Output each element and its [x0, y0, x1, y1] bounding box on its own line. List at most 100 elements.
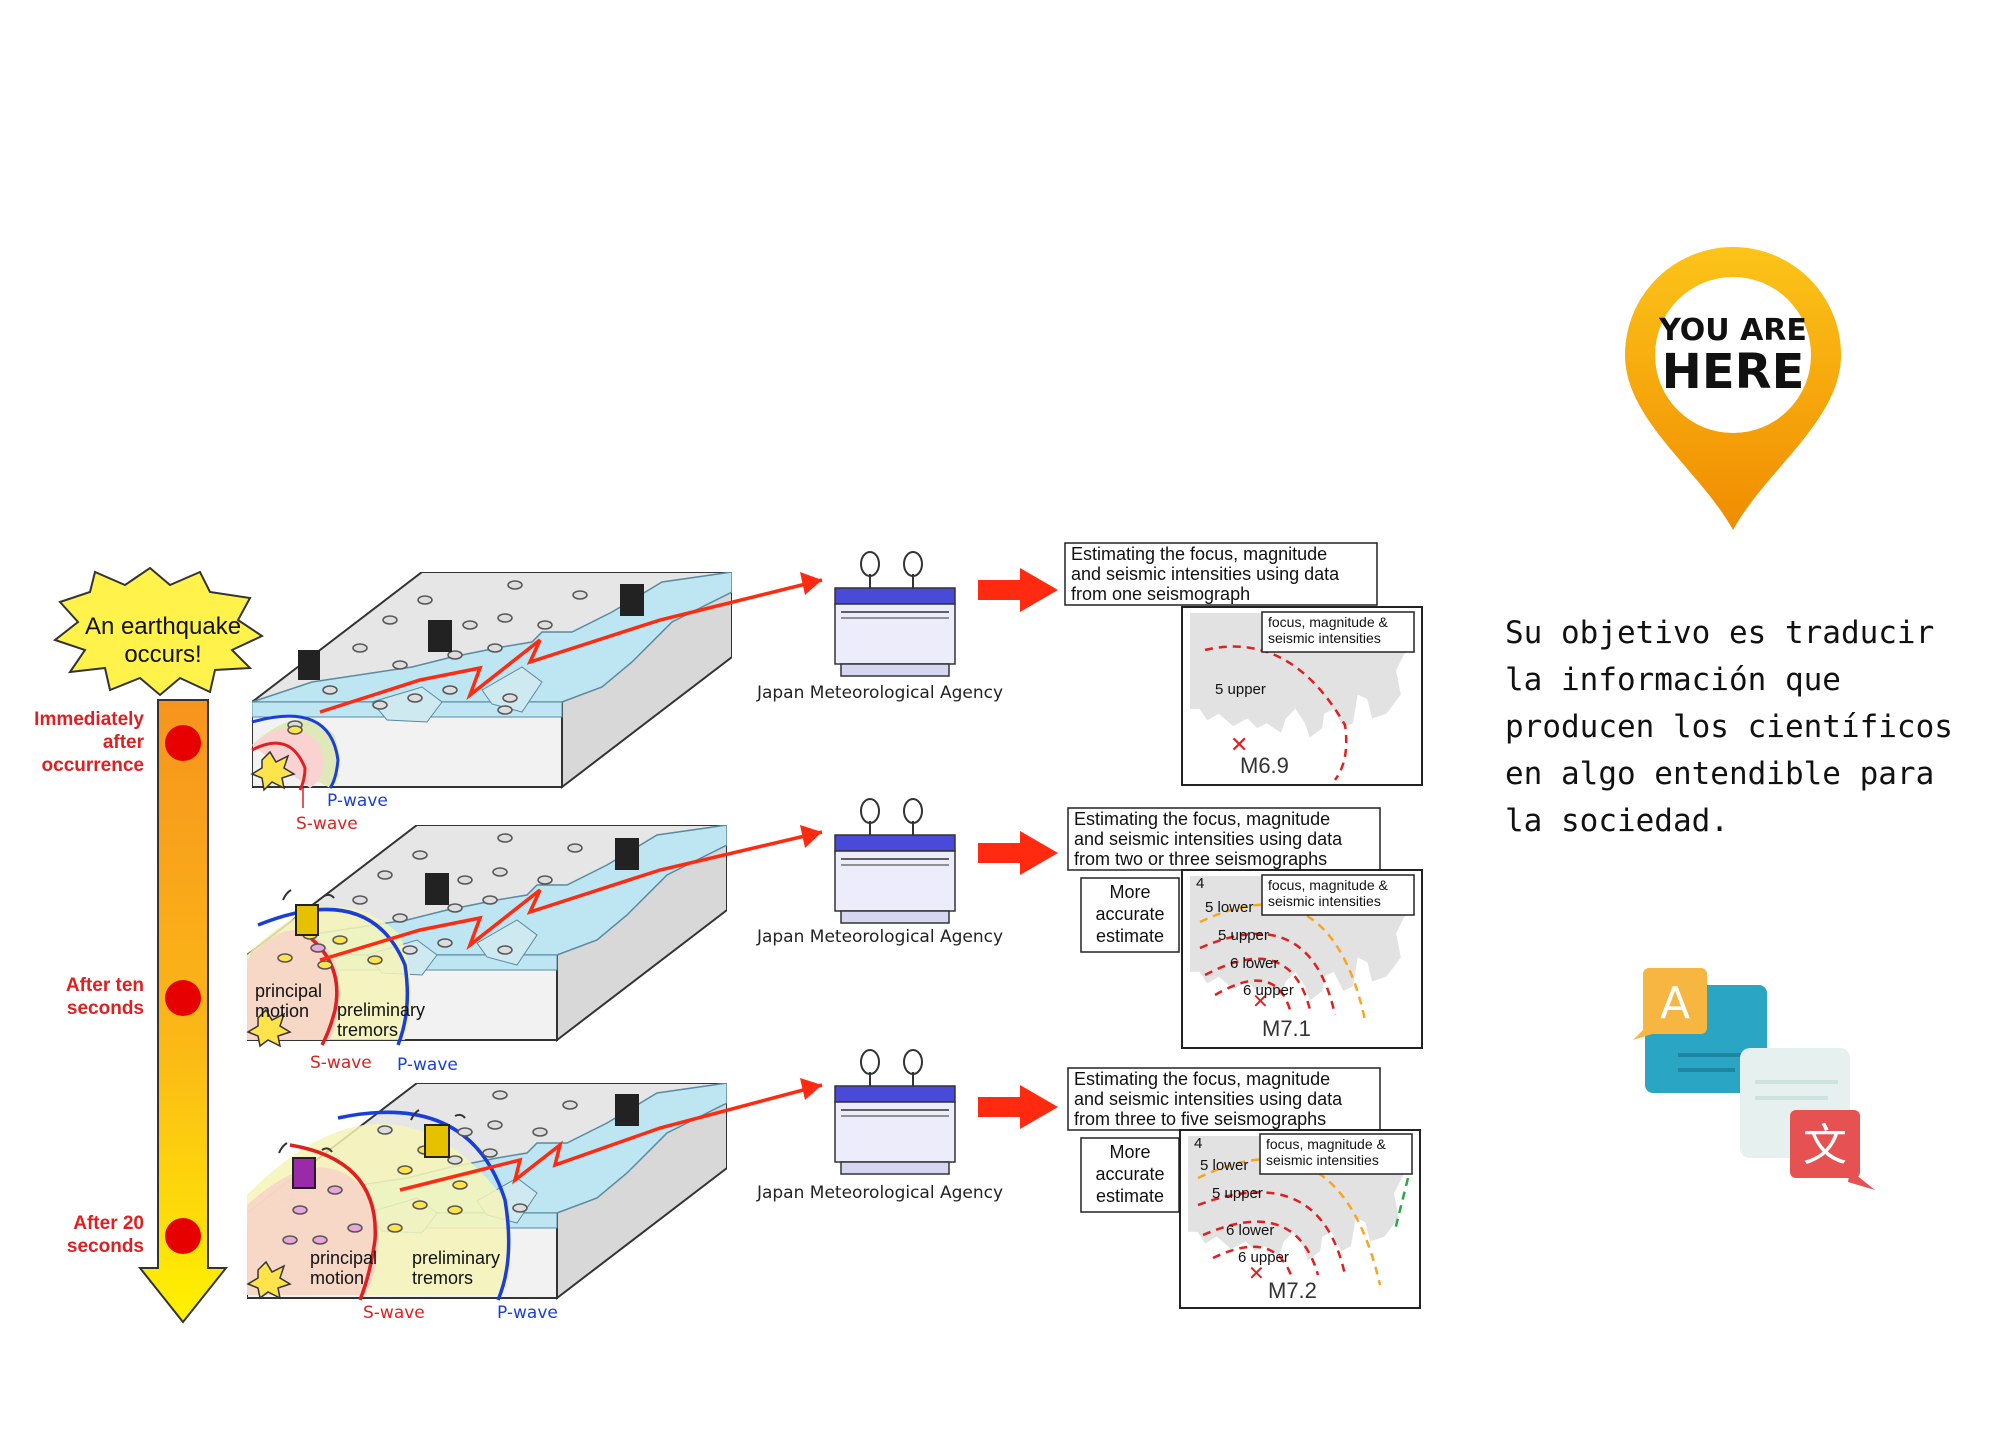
estimate-text-2-2: and seismic intensities using data — [1074, 829, 1343, 849]
agency-label-3: Japan Meteorological Agency — [756, 1183, 1003, 1203]
focus-x-icon: ✕ — [1230, 733, 1248, 758]
svg-text:✕: ✕ — [1252, 989, 1269, 1013]
arrow-right-icon — [978, 568, 1058, 612]
preliminary-label-3a: preliminary — [412, 1248, 500, 1268]
map2-intensity-2: 5 lower — [1205, 899, 1253, 916]
s-wave-label-1: S-wave — [296, 814, 358, 834]
map3-intensity-1: 4 — [1194, 1135, 1202, 1152]
epicenter-burst-icon — [250, 750, 296, 792]
estimate-box-2 — [1067, 807, 1381, 871]
panel-1: P-wave S-wave Japan Meteorological Agenc… — [250, 542, 1423, 834]
step2-label-2: seconds — [67, 998, 144, 1019]
map3-intensity-2: 5 lower — [1200, 1157, 1248, 1174]
translate-icon: A 文 — [1633, 968, 1875, 1190]
map3-legend-1: focus, magnitude & — [1266, 1136, 1387, 1152]
signal-arrow-1 — [319, 578, 823, 714]
map2-legend-1: focus, magnitude & — [1268, 877, 1389, 893]
timeline-arrow — [137, 699, 229, 1324]
estimate-text-3-3: from three to five seismographs — [1074, 1109, 1326, 1129]
step1-label-1: Immediately — [34, 709, 144, 730]
you-are-here-pin-icon: YOU ARE HERE — [1625, 247, 1841, 530]
accuracy-3-3: estimate — [1096, 1186, 1164, 1206]
accuracy-3-1: More — [1109, 1142, 1150, 1162]
principal-label-3a: principal — [310, 1248, 377, 1268]
estimate-box-3 — [1067, 1067, 1381, 1131]
principal-label-2a: principal — [255, 981, 322, 1001]
timeline-dot-2 — [165, 980, 201, 1016]
map1-legend-1: focus, magnitude & — [1268, 614, 1389, 630]
p-wave-front-3 — [337, 1110, 511, 1301]
map2-intensity-1: 4 — [1196, 875, 1204, 892]
pin-text-2: HERE — [1662, 344, 1805, 400]
step1-label-2: after — [103, 732, 145, 753]
earthquake-label-2: occurs! — [124, 641, 201, 668]
step2-label-1: After ten — [66, 975, 144, 996]
map3-intensity-4: 6 lower — [1226, 1222, 1274, 1239]
caption-line-2: la información que — [1505, 662, 1841, 698]
s-wave-front-1 — [251, 741, 307, 791]
p-wave-label-1: P-wave — [327, 791, 388, 811]
earthquake-burst: An earthquake occurs! — [52, 566, 265, 697]
estimate-text-1-2: and seismic intensities using data — [1071, 564, 1340, 584]
principal-label-2b: motion — [255, 1001, 309, 1021]
accuracy-2-3: estimate — [1096, 926, 1164, 946]
principal-label-3b: motion — [310, 1268, 364, 1288]
magnitude-1: M6.9 — [1240, 753, 1289, 778]
caption-line-5: la sociedad. — [1505, 803, 1729, 839]
p-wave-label-3: P-wave — [497, 1303, 558, 1323]
map3-intensity-3: 5 upper — [1212, 1185, 1263, 1202]
preliminary-label-2a: preliminary — [337, 1000, 425, 1020]
map2-intensity-3: 5 upper — [1218, 927, 1269, 944]
signal-arrow-3 — [399, 1083, 823, 1192]
step1-label-3: occurrence — [42, 755, 144, 776]
accuracy-2-1: More — [1109, 882, 1150, 902]
map2-intensity-4: 6 lower — [1230, 955, 1278, 972]
accuracy-2-2: accurate — [1095, 904, 1164, 924]
pin-text-1: YOU ARE — [1658, 313, 1807, 348]
estimate-text-3-1: Estimating the focus, magnitude — [1074, 1069, 1330, 1089]
s-wave-front-3 — [289, 1143, 377, 1301]
agency-label-1: Japan Meteorological Agency — [756, 683, 1003, 703]
translate-letter-a: A — [1660, 978, 1690, 1029]
translate-letter-b: 文 — [1803, 1120, 1847, 1171]
step3-label-1: After 20 — [73, 1213, 144, 1234]
caption-line-3: producen los científicos — [1505, 709, 1953, 745]
map2-intensity-5: 6 upper — [1243, 982, 1294, 999]
magnitude-3: M7.2 — [1268, 1278, 1317, 1303]
panel-3: principal motion preliminary tremors S-w… — [246, 1049, 1421, 1323]
preliminary-label-2b: tremors — [337, 1020, 398, 1040]
earthquake-label-1: An earthquake — [85, 613, 241, 640]
svg-text:✕: ✕ — [1248, 1261, 1265, 1285]
accuracy-box-2 — [1080, 877, 1180, 953]
s-wave-label-2: S-wave — [310, 1053, 372, 1073]
building-icon — [298, 584, 644, 680]
s-wave-label-3: S-wave — [363, 1303, 425, 1323]
timeline-dot-1 — [165, 725, 201, 761]
map3-legend-2: seismic intensities — [1266, 1152, 1379, 1168]
preliminary-label-3b: tremors — [412, 1268, 473, 1288]
map3-intensity-5: 6 upper — [1238, 1249, 1289, 1266]
p-wave-label-2: P-wave — [397, 1055, 458, 1075]
magnitude-2: M7.1 — [1262, 1016, 1311, 1041]
estimate-text-1-3: from one seismograph — [1071, 584, 1250, 604]
caption-line-1: Su objetivo es traducir — [1505, 615, 1935, 651]
estimate-text-2-3: from two or three seismographs — [1074, 849, 1327, 869]
agency-building-icon — [834, 551, 956, 677]
map1-intensity: 5 upper — [1215, 681, 1266, 698]
caption-line-4: en algo entendible para — [1505, 756, 1935, 792]
step3-label-2: seconds — [67, 1236, 144, 1257]
agency-label-2: Japan Meteorological Agency — [756, 927, 1003, 947]
map1-legend-2: seismic intensities — [1268, 630, 1381, 646]
estimate-box-1 — [1064, 542, 1378, 606]
estimate-text-2-1: Estimating the focus, magnitude — [1074, 809, 1330, 829]
estimate-text-1-1: Estimating the focus, magnitude — [1071, 544, 1327, 564]
timeline-dot-3 — [165, 1218, 201, 1254]
estimate-text-3-2: and seismic intensities using data — [1074, 1089, 1343, 1109]
map2-legend-2: seismic intensities — [1268, 893, 1381, 909]
caption-text: Su objetivo es traducir la información q… — [1505, 610, 1995, 845]
accuracy-3-2: accurate — [1095, 1164, 1164, 1184]
p-wave-front-1 — [251, 714, 340, 789]
panel-2: principal motion preliminary tremors S-w… — [246, 798, 1423, 1075]
signal-arrow-2 — [319, 830, 823, 962]
